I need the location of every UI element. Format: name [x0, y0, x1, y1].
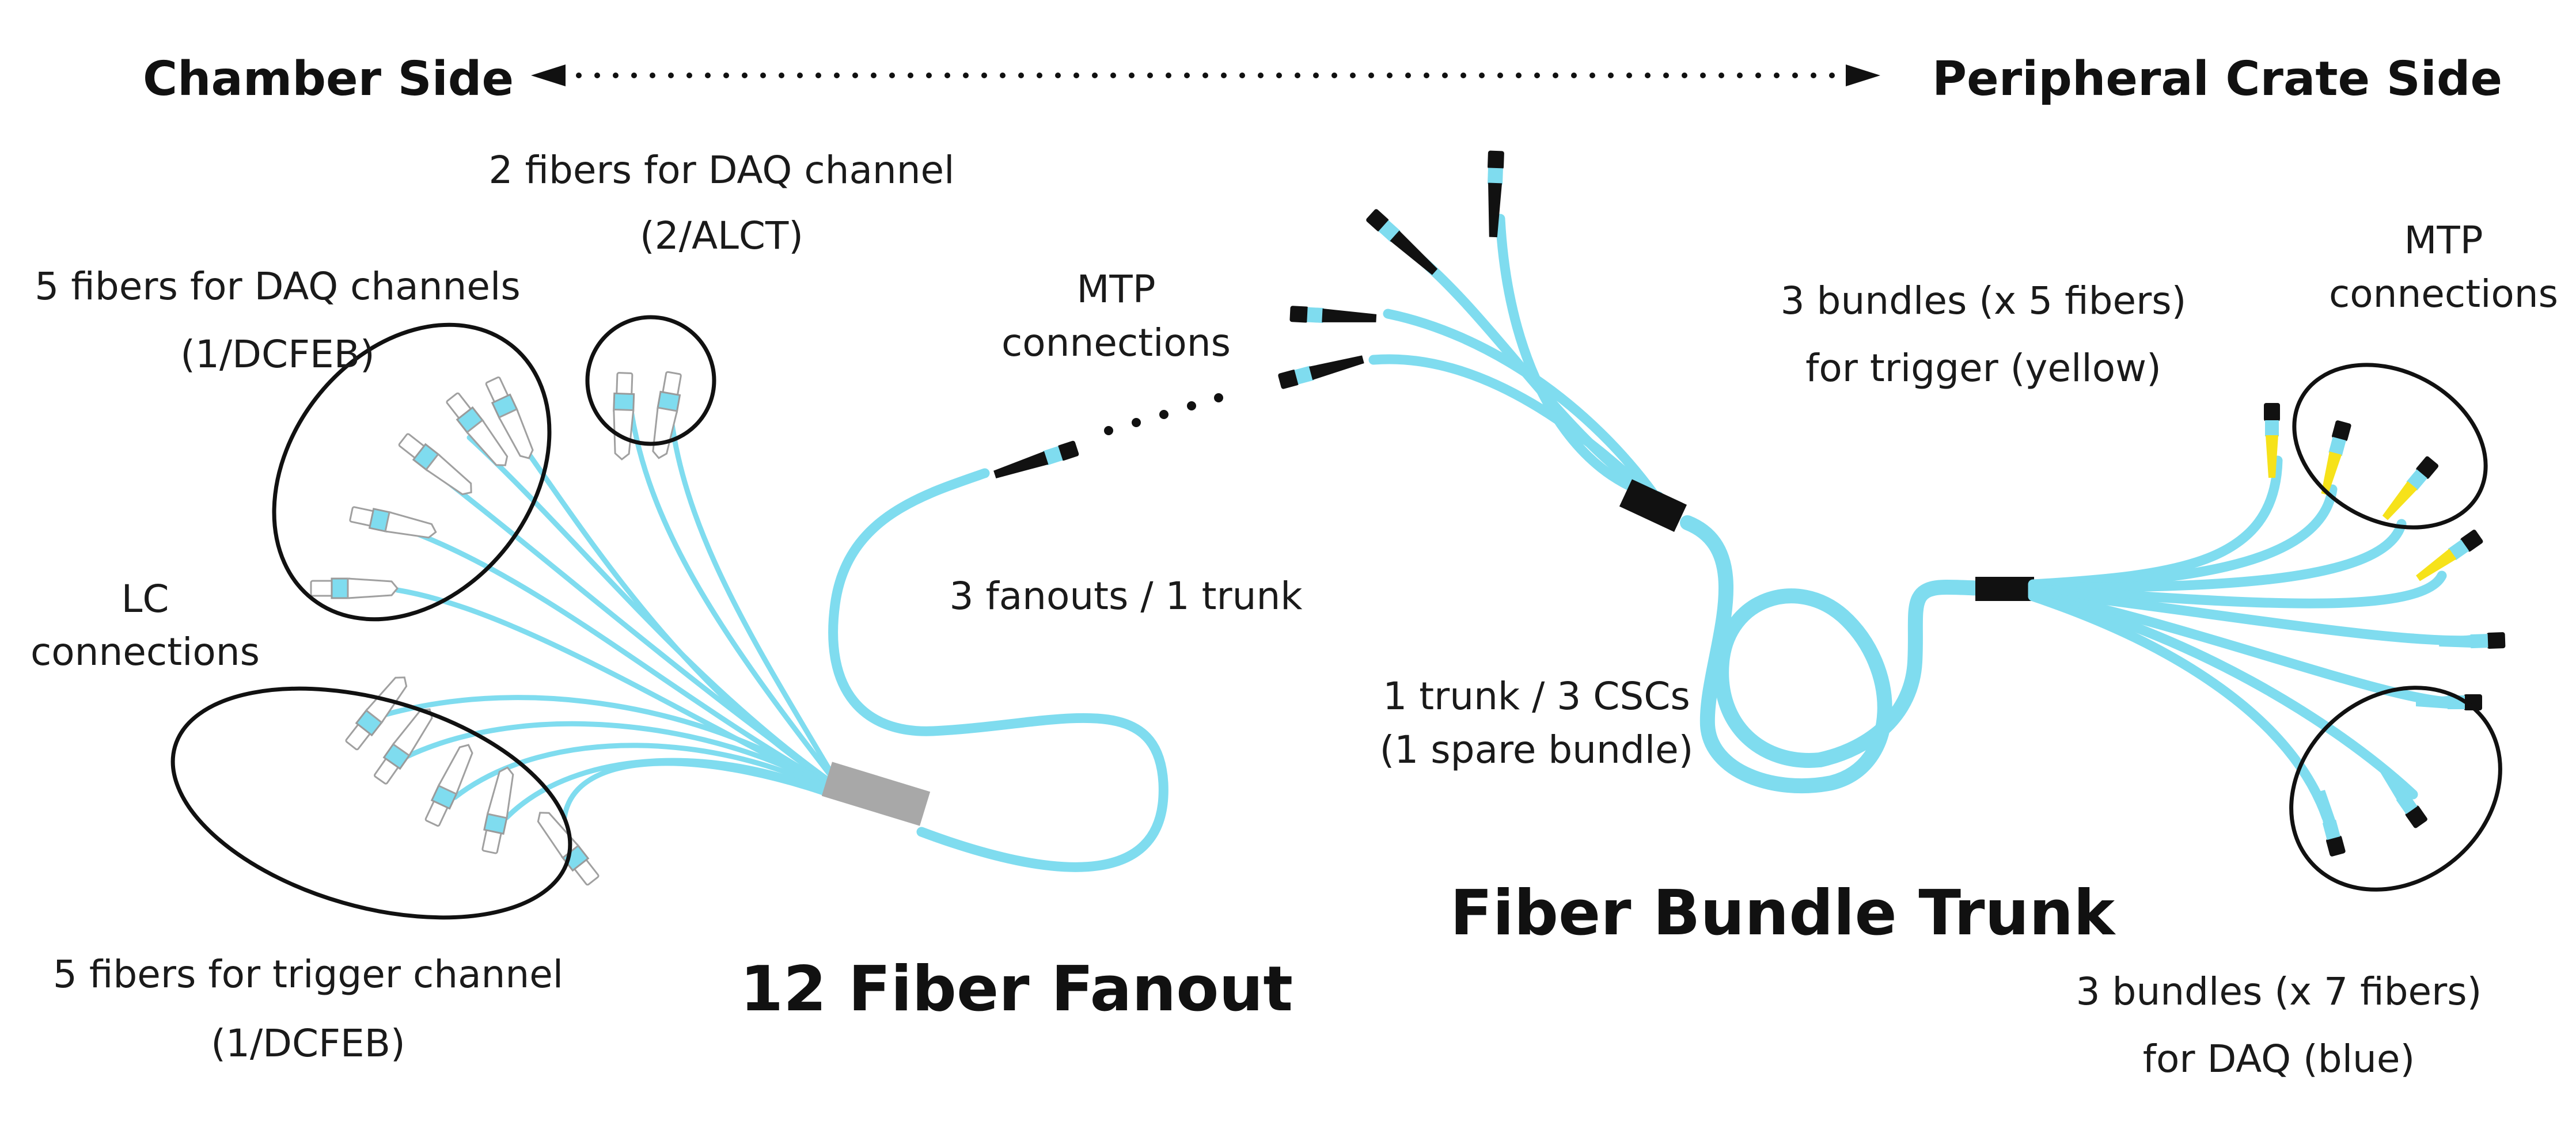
daq-group-ring: [272, 322, 552, 622]
daq5-label-line2: (1/DCFEB): [180, 332, 375, 376]
lc-label-line2: connections: [31, 630, 260, 674]
mtp-mid-label-line1: MTP: [1076, 267, 1155, 311]
fanouts-label: 3 fanouts / 1 trunk: [949, 574, 1303, 618]
fanout-title: 12 Fiber Fanout: [740, 953, 1293, 1025]
trigger-mtp-ring: [2292, 363, 2488, 530]
trunk-input-fibers: [1368, 214, 1664, 508]
trig-bundles-label-line1: 3 bundles (x 5 fibers): [1781, 279, 2187, 323]
chamber-side-label: Chamber Side: [143, 52, 514, 106]
trunk-cable: [1680, 515, 1994, 794]
lc-connectors-alct: [611, 370, 685, 461]
fanout-body: [821, 762, 931, 826]
daq5-label-line1: 5 fibers for DAQ channels: [35, 264, 520, 309]
fanout-cable: [828, 468, 1169, 872]
trunk-mtp-connectors: [1277, 150, 1504, 390]
daq2-label-line2: (2/ALCT): [640, 214, 803, 258]
mtp-right-label-line2: connections: [2329, 272, 2558, 316]
right-mtp-daq-connectors: [2313, 632, 2506, 857]
trunk-label-line1: 1 trunk / 3 CSCs: [1383, 674, 1690, 718]
trig5-label-line2: (1/DCFEB): [211, 1021, 405, 1066]
right-breakout-body: [1975, 577, 2034, 601]
right-bundle-fibers: [2028, 455, 2482, 823]
daq2-label-line1: 2 fibers for DAQ channel: [488, 148, 954, 192]
fanout-fibers: [357, 380, 844, 820]
lc-label-line1: LC: [122, 577, 169, 621]
trig5-label-line1: 5 fibers for trigger channel: [53, 952, 563, 996]
daq-bundles-label-line1: 3 bundles (x 7 fibers): [2076, 969, 2482, 1014]
trunk-label-line2: (1 spare bundle): [1380, 728, 1694, 772]
trunk-breakout-body: [1619, 479, 1687, 532]
alct-group-ring: [585, 315, 716, 446]
lc-connectors-daq: [310, 375, 539, 599]
trigger-group-ring: [170, 686, 572, 920]
daq-bundles-label-line2: for DAQ (blue): [2143, 1037, 2415, 1081]
mtp-right-label-line1: MTP: [2404, 218, 2483, 263]
mtp-mid-label-line2: connections: [1001, 321, 1231, 365]
double-arrow-dotted: [531, 64, 1880, 86]
mtp-dots: [1104, 393, 1223, 435]
trunk-title: Fiber Bundle Trunk: [1450, 877, 2116, 949]
daq-mtp-ring: [2289, 686, 2502, 892]
peripheral-crate-side-label: Peripheral Crate Side: [1932, 52, 2502, 106]
fanout-mtp-connector: [992, 440, 1080, 482]
trig-bundles-label-line2: for trigger (yellow): [1805, 346, 2161, 390]
